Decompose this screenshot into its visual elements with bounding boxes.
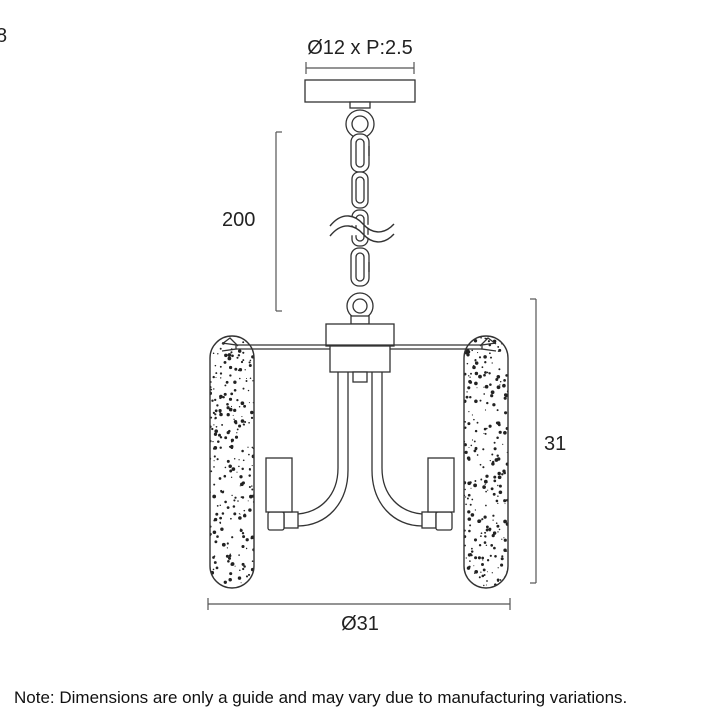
drop-dimension-line <box>275 131 282 312</box>
panel-hooks <box>221 337 497 347</box>
central-hub <box>329 345 391 383</box>
corner-mark: 8 <box>0 25 8 47</box>
canopy-dimension-line <box>305 62 415 74</box>
right-lamp-holder <box>421 457 455 531</box>
right-terrazzo-panel <box>463 335 509 589</box>
chain-break-symbol <box>329 215 395 243</box>
suspension-chain <box>345 109 375 320</box>
canopy-dimension-label: Ø12 x P:2.5 <box>307 37 413 59</box>
width-dimension-label: Ø31 <box>341 613 379 635</box>
height-dimension-line <box>530 298 537 584</box>
ceiling-canopy <box>304 79 416 109</box>
left-terrazzo-panel <box>209 335 255 589</box>
light-arms <box>297 372 423 527</box>
drop-dimension-label: 200 <box>222 209 256 231</box>
width-dimension-line <box>207 598 511 610</box>
left-lamp-holder <box>265 457 299 531</box>
height-dimension-label: 31 <box>544 433 567 455</box>
disclaimer-note: Note: Dimensions are only a guide and ma… <box>14 688 628 707</box>
